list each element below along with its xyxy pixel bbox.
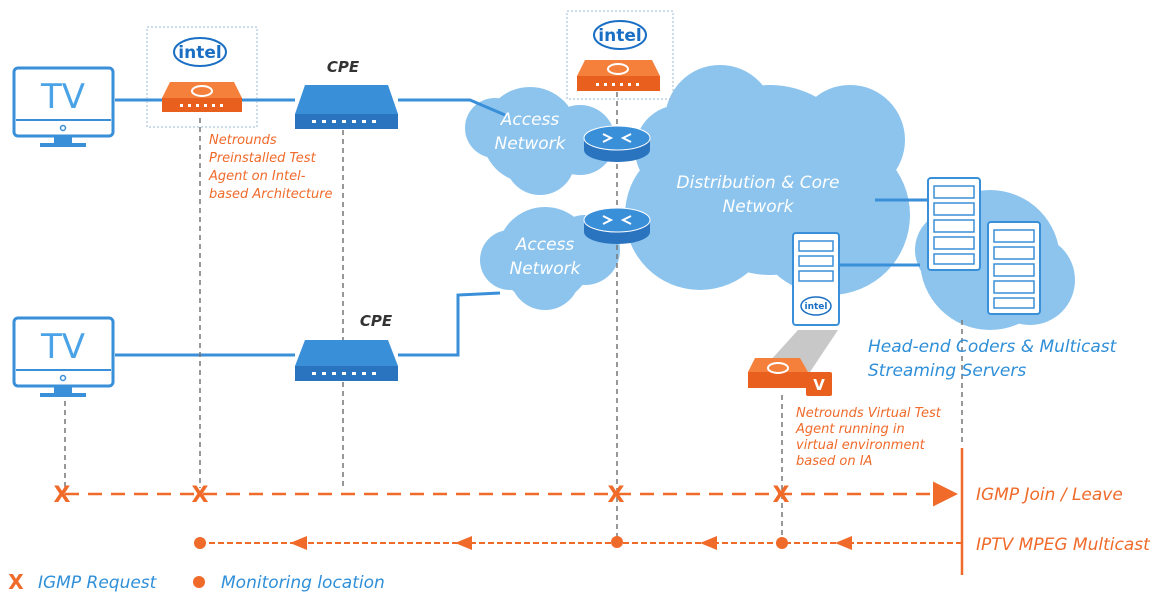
intel-logo-left-label: intel [178,43,221,63]
igmp-request-marker-access: X [608,483,625,508]
legend-x-icon: X [8,570,24,594]
preinstalled-note-line-3: Agent on Intel- [208,169,306,184]
access-network-bottom-label-1: Access [515,235,575,255]
access-network-bottom-label-2: Network [510,259,582,279]
head-end-server-1-icon [927,177,981,271]
intel-logo-center-label: intel [598,26,641,46]
preinstalled-agent-note: Netrounds Preinstalled Test Agent on Int… [208,133,333,202]
router-bottom-icon [583,207,651,244]
head-end-label-line-2: Streaming Servers [868,361,1026,381]
intel-logo-left [173,37,227,67]
multicast-flow-label: IPTV MPEG Multicast [976,535,1151,555]
legend-monitoring-location: Monitoring location [221,573,385,593]
head-end-label: Head-end Coders & Multicast Streaming Se… [868,337,1118,381]
tv-bottom-label: TV [40,327,85,367]
igmp-flow-label: IGMP Join / Leave [976,485,1123,505]
virtual-badge: V [813,376,825,394]
virtual-agent-note: Netrounds Virtual Test Agent running in … [795,406,942,469]
igmp-request-marker-virtual: X [773,483,790,508]
intel-agent-frame-center [566,10,674,100]
head-end-server-2-icon [987,221,1041,315]
igmp-request-marker-tv: X [54,483,71,508]
legend-igmp-request: IGMP Request [38,573,158,593]
preinstalled-note-line-2: Preinstalled Test [209,151,317,166]
network-links [115,98,930,357]
tv-top-label: TV [40,77,85,117]
core-network-label-1: Distribution & Core [677,173,840,193]
tv-top [12,66,115,147]
head-end-label-line-1: Head-end Coders & Multicast [868,337,1118,357]
intel-logo-center [593,20,647,50]
igmp-request-marker-agent: X [192,483,209,508]
intel-agent-frame [146,26,258,128]
core-network-cloud [625,65,910,295]
access-network-cloud-bottom [480,207,620,310]
multicast-flow-arrows [290,536,852,550]
virtual-note-line-2: Agent running in [795,422,905,437]
cpe-bottom-label: CPE [360,312,393,330]
intel-server-icon [792,232,840,326]
intel-server-logo: intel [805,302,828,312]
monitoring-points [194,536,788,549]
virtual-test-agent-icon [748,358,832,396]
access-network-top-label-2: Network [495,134,567,154]
monitoring-point-virtual [776,537,788,549]
monitoring-lines [64,92,963,540]
virtual-note-line-4: based on IA [796,454,872,469]
cpe-top-device [295,85,398,129]
access-network-cloud-top [465,87,615,195]
legend-monitoring-dot-icon [193,576,205,588]
preinstalled-note-line-4: based Architecture [209,187,333,202]
virtual-note-line-3: virtual environment [796,438,926,453]
core-network-label-2: Network [723,197,795,217]
netrounds-test-agent-icon [162,82,242,112]
netrounds-test-agent-icon-center [577,60,660,91]
tv-bottom [12,316,115,397]
monitoring-point-access [611,536,623,548]
monitoring-point-agent [194,537,206,549]
cpe-top-label: CPE [327,58,360,76]
cpe-bottom-device [295,340,398,381]
virtual-note-line-1: Netrounds Virtual Test [796,406,942,421]
router-top-icon [583,125,651,162]
preinstalled-note-line-1: Netrounds [209,133,277,148]
access-network-top-label-1: Access [500,110,560,130]
